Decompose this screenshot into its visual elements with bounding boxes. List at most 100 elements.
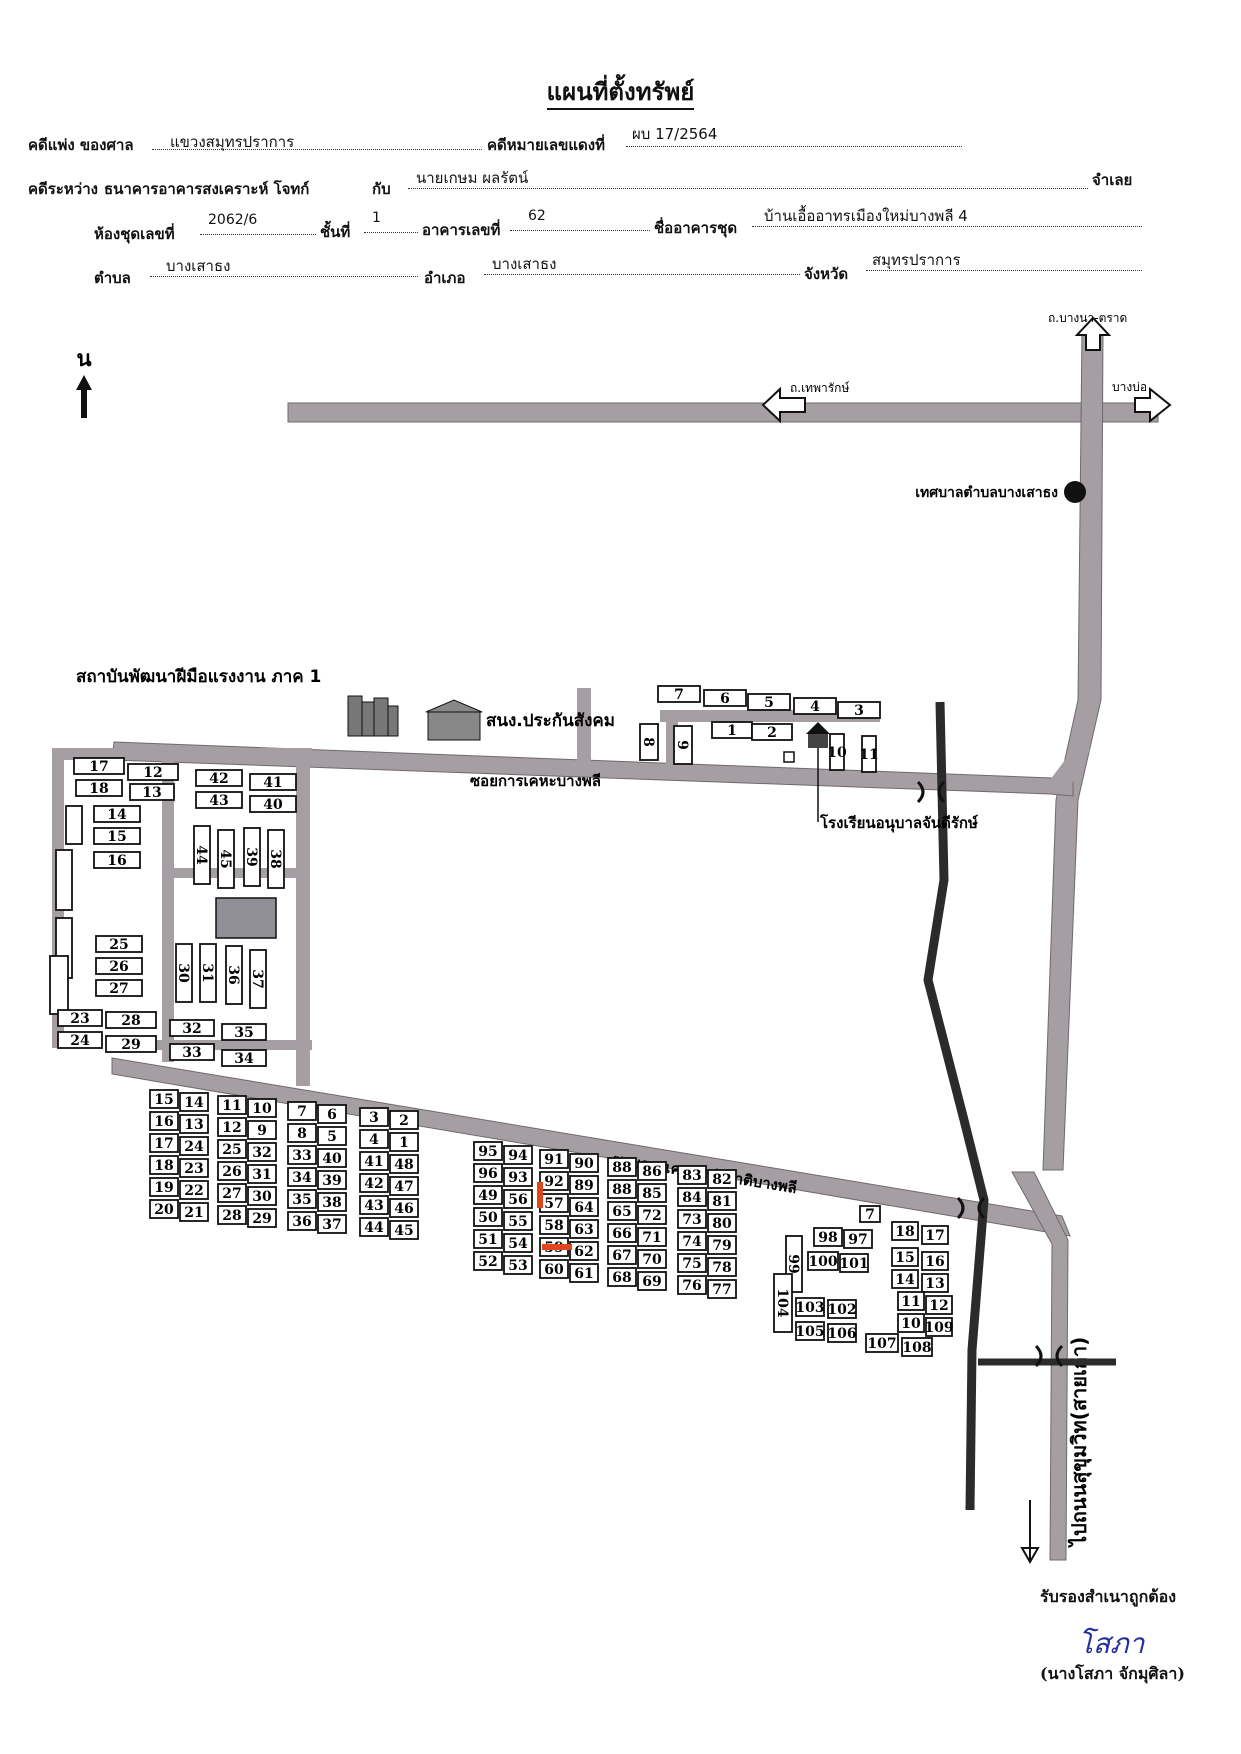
- unit-block: [249, 949, 267, 1009]
- unit-block: [57, 1009, 103, 1027]
- unit-block: [569, 1219, 599, 1239]
- estate-road-top: [52, 748, 312, 760]
- unit-block: [607, 1201, 637, 1221]
- unit-block: [473, 1251, 503, 1271]
- unit-block-number: 34: [292, 1170, 312, 1186]
- unit-block: [503, 1145, 533, 1165]
- unit-block-number: 7: [297, 1104, 307, 1120]
- unit-block: [247, 1186, 277, 1206]
- unit-block: [637, 1249, 667, 1269]
- condo-value: บ้านเอื้ออาทรเมืองใหม่บางพลี 4: [764, 207, 968, 225]
- unit-block-number: 6: [720, 691, 730, 707]
- unit-block: [839, 1253, 869, 1273]
- province-value: สมุทรปราการ: [872, 251, 961, 269]
- unit-block-number: 94: [508, 1148, 528, 1164]
- unit-block: [569, 1153, 599, 1173]
- signer-name: (นางโสภา จักมุศิลา): [1040, 1664, 1185, 1683]
- unit-block-number: 17: [89, 759, 108, 775]
- unit-block-number: 3: [854, 703, 864, 719]
- unit-block: [217, 1205, 247, 1225]
- unit-block: [677, 1231, 707, 1251]
- unit-block-number: 88: [612, 1160, 631, 1176]
- unit-block: [249, 795, 297, 813]
- unit-block: [359, 1129, 389, 1149]
- unit-block: [607, 1223, 637, 1243]
- unit-block: [891, 1269, 919, 1289]
- municipality-marker-icon: [1064, 481, 1086, 503]
- unit-block: [149, 1199, 179, 1219]
- unit-block-number: 88: [612, 1182, 631, 1198]
- unit-block: [747, 693, 791, 711]
- unit-block: [179, 1180, 209, 1200]
- unit-block-number: 43: [209, 793, 228, 809]
- unit-block-number: 107: [867, 1336, 896, 1352]
- unit-block: [287, 1145, 317, 1165]
- unit-block-number: 50: [478, 1210, 498, 1226]
- defendant-dots: [408, 188, 1088, 189]
- unit-block: [707, 1191, 737, 1211]
- unit-block-number: 1: [399, 1135, 409, 1151]
- unit-block: [901, 1337, 933, 1357]
- north-arrow-icon: [76, 375, 92, 418]
- unit-block: [677, 1165, 707, 1185]
- unit-block-number: 14: [184, 1095, 204, 1111]
- unit-block: [179, 1202, 209, 1222]
- unit-block: [287, 1189, 317, 1209]
- unit-block-number: 18: [89, 781, 108, 797]
- unit-block-number: 39: [243, 847, 259, 866]
- unit-block: [865, 1333, 899, 1353]
- unit-label: ห้องชุดเลขที่: [94, 225, 175, 243]
- unit-block: [217, 1183, 247, 1203]
- unit-block-number: 13: [142, 785, 161, 801]
- road-arrow-up-icon: [1074, 316, 1112, 351]
- unit-block-number: 72: [642, 1208, 661, 1224]
- unit-block-number: 10: [827, 745, 847, 761]
- unit-block-number: 29: [121, 1037, 140, 1053]
- unit-block: [359, 1173, 389, 1193]
- unit-block-number: 34: [234, 1051, 254, 1067]
- estate-road-cross: [174, 868, 296, 878]
- unit-block-number: 23: [184, 1161, 203, 1177]
- court-dots: [152, 149, 482, 150]
- unit-block-number: 2: [399, 1113, 409, 1129]
- unit-block-number: 44: [193, 845, 209, 865]
- unit-block: [93, 851, 141, 869]
- plaintiff: ธนาคารอาคารสงเคราะห์ โจทก์: [104, 180, 310, 198]
- thepharak-road: [287, 402, 1159, 423]
- unit-block-number: 25: [222, 1142, 241, 1158]
- sukhumvit-road: [1011, 1171, 1069, 1561]
- court-label: คดีแพ่ง ของศาล: [28, 136, 134, 154]
- unit-block: [897, 1313, 925, 1333]
- unit-block-number: 4: [369, 1132, 379, 1148]
- unit-block: [199, 943, 217, 1003]
- unit-block: [179, 1114, 209, 1134]
- unit-block: [921, 1273, 949, 1293]
- unit-block-number: 13: [184, 1117, 203, 1133]
- soi-kheha-bangphli-label: ซอยการเคหะบางพลี: [470, 772, 601, 790]
- subdistrict-value: บางเสาธง: [166, 257, 231, 275]
- park-area: [215, 897, 277, 939]
- subdistrict-label: ตำบล: [94, 269, 131, 287]
- unit-block-number: 80: [712, 1216, 732, 1232]
- unit-block: [827, 1299, 857, 1319]
- unit-block: [195, 769, 243, 787]
- unit-block-number: 31: [199, 963, 215, 982]
- unit-block-number: 10: [901, 1316, 921, 1332]
- unit-block-number: 27: [222, 1186, 241, 1202]
- unit-block: [389, 1198, 419, 1218]
- defendant: นายเกษม ผลรัตน์: [416, 169, 529, 187]
- unit-block-number: 71: [642, 1230, 661, 1246]
- unit-block-number: 77: [712, 1282, 731, 1298]
- unit-block: [179, 1136, 209, 1156]
- unit-block: [807, 1251, 839, 1271]
- unit-block-number: 97: [848, 1232, 867, 1248]
- unit-block-number: 35: [234, 1025, 253, 1041]
- unit-block: [149, 1111, 179, 1131]
- unit-block: [637, 1205, 667, 1225]
- unit-block: [569, 1197, 599, 1217]
- unit-block: [247, 1142, 277, 1162]
- map-title: แผนที่ตั้งทรัพย์: [0, 72, 1241, 111]
- unit-block: [317, 1170, 347, 1190]
- bangbo-label: บางบ่อ: [1112, 380, 1147, 394]
- unit-block-number: 37: [249, 969, 265, 988]
